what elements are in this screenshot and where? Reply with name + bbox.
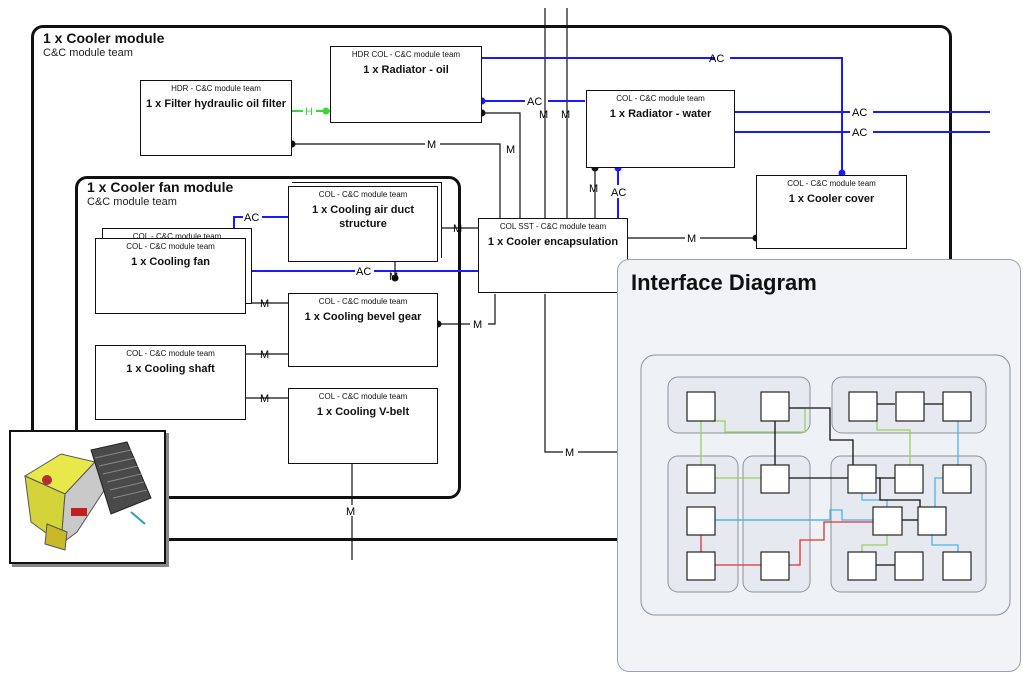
box-tag: COL - C&C module team: [616, 94, 705, 103]
cooler-assembly-icon: [23, 441, 152, 551]
box-cooling-v-belt[interactable]: COL - C&C module team 1 x Cooling V-belt: [288, 388, 438, 464]
wire-label-m: M: [427, 139, 436, 151]
cooler-module-title: 1 x Cooler module: [43, 30, 165, 46]
box-name: 1 x Radiator - water: [609, 108, 712, 120]
cooler-module-team: C&C module team: [43, 47, 133, 59]
wire-label-ac: AC: [611, 187, 626, 199]
box-tag: COL - C&C module team: [787, 179, 876, 188]
wire-label-m: M: [687, 233, 696, 245]
interface-diagram-title: Interface Diagram: [631, 270, 817, 295]
wire-label-m: M: [389, 271, 398, 283]
box-name: 1 x Cooling shaft: [126, 363, 215, 375]
box-name: 1 x Cooler cover: [788, 193, 875, 205]
wire-label-m: M: [506, 144, 515, 156]
wire-label-m: M: [453, 223, 462, 235]
box-cooler-encapsulation[interactable]: COL SST - C&C module team 1 x Cooler enc…: [478, 218, 628, 293]
wire-label-m: M: [346, 506, 355, 518]
wire-label-m: M: [539, 109, 548, 121]
box-name: 1 x Cooling bevel gear: [304, 311, 422, 323]
box-radiator-water[interactable]: COL - C&C module team 1 x Radiator - wat…: [586, 90, 735, 168]
box-tag: COL - C&C module team: [318, 190, 408, 199]
box-cooling-fan[interactable]: COL - C&C module team 1 x Cooling fan: [95, 238, 246, 314]
box-cooling-bevel-gear[interactable]: COL - C&C module team 1 x Cooling bevel …: [288, 293, 438, 367]
box-tag: COL - C&C module team: [318, 297, 408, 306]
box-tag: HDR - C&C module team: [171, 84, 261, 93]
box-tag: HDR COL - C&C module team: [351, 50, 461, 59]
box-tag: COL - C&C module team: [132, 232, 222, 241]
wire-label-ac: AC: [852, 127, 867, 139]
box-name: 1 x Cooling fan: [131, 256, 210, 268]
box-name: 1 x Filter hydraulic oil filter: [146, 98, 286, 110]
wire-label-m: M: [260, 298, 269, 310]
wire-label-m: M: [561, 109, 570, 121]
cooler-assembly-photo: [9, 430, 166, 564]
box-cooling-air-duct[interactable]: COL - C&C module team 1 x Cooling air du…: [288, 186, 438, 262]
box-filter-hydraulic-oil[interactable]: HDR - C&C module team 1 x Filter hydraul…: [140, 80, 292, 156]
wire-label-ac: AC: [244, 212, 259, 224]
wire-label-m: M: [260, 393, 269, 405]
box-tag: COL SST - C&C module team: [499, 222, 607, 231]
wire-label-ac: AC: [709, 53, 724, 65]
wire-label-ac: AC: [356, 266, 371, 278]
box-tag: COL - C&C module team: [126, 242, 215, 251]
box-name: 1 x Cooling air duct structure: [311, 204, 415, 230]
box-tag: COL - C&C module team: [318, 392, 408, 401]
wire-label-m: M: [565, 447, 574, 459]
wire-label-ac: AC: [527, 96, 542, 108]
box-tag: COL - C&C module team: [126, 349, 215, 358]
box-name: 1 x Cooling V-belt: [316, 406, 410, 418]
wire-label-m: M: [473, 319, 482, 331]
cooler-fan-module-team: C&C module team: [87, 196, 177, 208]
wire-label-m: M: [260, 349, 269, 361]
box-radiator-oil[interactable]: HDR COL - C&C module team 1 x Radiator -…: [330, 46, 482, 123]
wire-label-ac: AC: [852, 107, 867, 119]
wire-label-m: M: [589, 183, 598, 195]
box-name: 1 x Radiator - oil: [363, 64, 449, 76]
wire-label-h: H: [305, 106, 313, 118]
box-cooler-cover[interactable]: COL - C&C module team 1 x Cooler cover: [756, 175, 907, 249]
cooler-fan-module-frame: [75, 176, 461, 499]
cooler-fan-module-title: 1 x Cooler fan module: [87, 179, 234, 195]
box-cooling-shaft[interactable]: COL - C&C module team 1 x Cooling shaft: [95, 345, 246, 420]
box-name: 1 x Cooler encapsulation: [487, 236, 619, 248]
